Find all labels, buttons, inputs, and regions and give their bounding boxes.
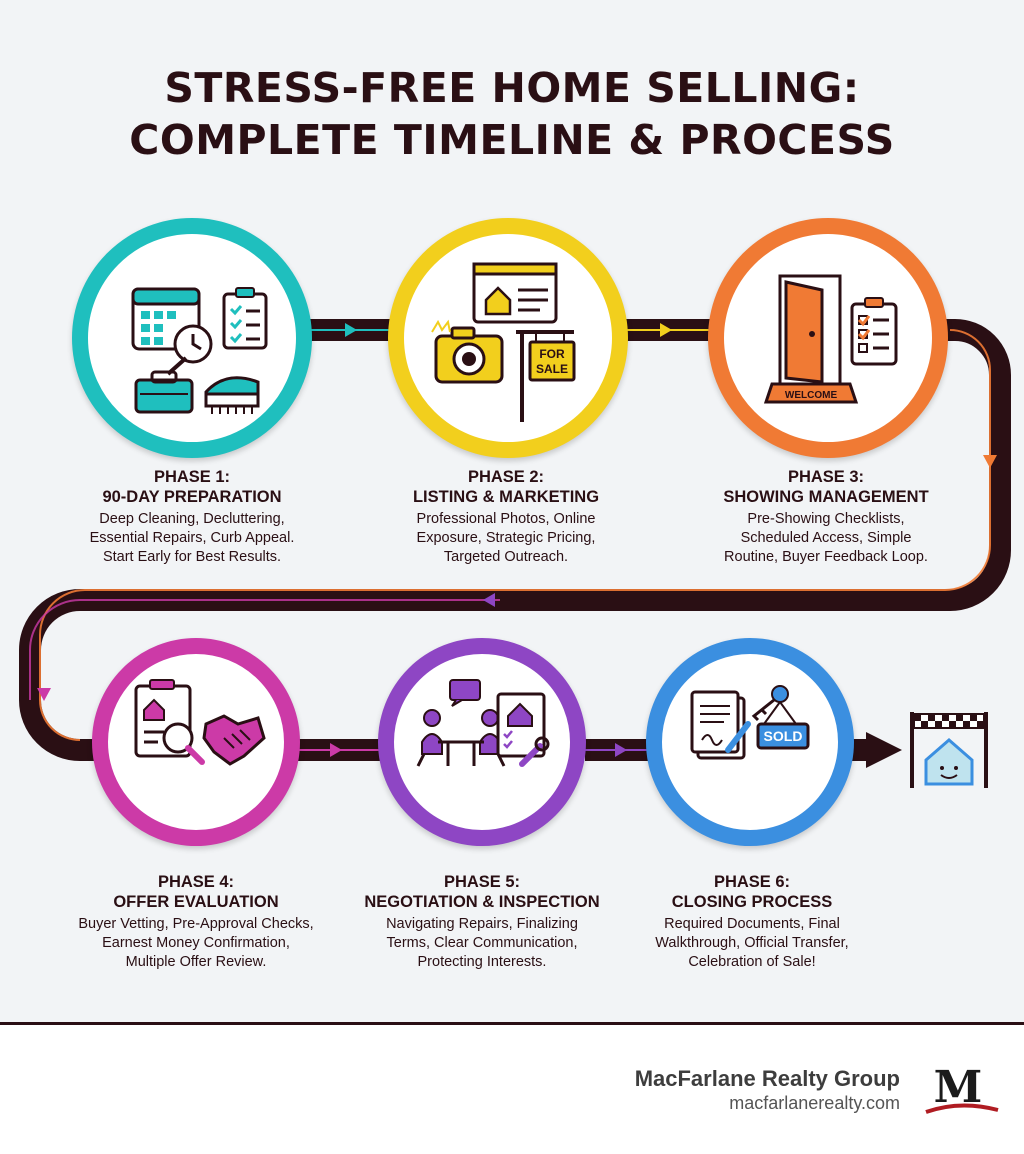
camera-icon (431, 319, 504, 384)
handshake-icon (202, 714, 266, 766)
sold-tag-icon: SOLD (756, 701, 810, 750)
phase-5-description: Navigating Repairs, Finalizing Terms, Cl… (332, 915, 632, 972)
brand-block: MacFarlane Realty Group macfarlanerealty… (635, 1066, 900, 1114)
title-line-2: COMPLETE TIMELINE & PROCESS (129, 116, 895, 164)
company-url[interactable]: macfarlanerealty.com (729, 1093, 900, 1113)
desc-line: Scheduled Access, Simple (740, 530, 912, 546)
desc-line: Celebration of Sale! (688, 954, 816, 970)
arrow-finish (866, 732, 902, 768)
sign-text-line-1: FOR (539, 347, 565, 361)
desc-line: Protecting Interests. (417, 954, 547, 970)
desc-line: Required Documents, Final (664, 916, 840, 932)
scrub-brush-icon (204, 376, 260, 414)
phase-3-description: Pre-Showing Checklists, Scheduled Access… (676, 510, 976, 567)
phase-5-number: PHASE 5: (443, 873, 521, 891)
phase-2-name: LISTING & MARKETING (412, 488, 600, 506)
document-magnifier-icon (134, 679, 205, 765)
phase-2-description: Professional Photos, Online Exposure, St… (356, 510, 656, 567)
meeting-people-icon (416, 679, 506, 767)
checklist-clipboard-icon (222, 287, 268, 350)
phase-4-text: PHASE 4: OFFER EVALUATION Buyer Vetting,… (46, 872, 346, 972)
arrow-6 (330, 743, 342, 757)
desc-line: Targeted Outreach. (443, 549, 569, 565)
desc-line: Professional Photos, Online (416, 511, 596, 527)
sold-text: SOLD (764, 728, 803, 744)
phase-5-illustration (416, 679, 550, 767)
phase-2-number: PHASE 2: (467, 468, 545, 486)
footer (0, 1025, 1024, 1154)
phase-4-illustration (134, 679, 266, 766)
phase-4-description: Buyer Vetting, Pre-Approval Checks, Earn… (46, 915, 346, 972)
mat-text: WELCOME (785, 390, 838, 401)
phase-3-illustration: WELCOME (763, 274, 898, 404)
desc-line: Pre-Showing Checklists, (747, 511, 905, 527)
arrow-5 (37, 688, 51, 701)
phase-4-circle (92, 638, 300, 846)
desc-line: Terms, Clear Communication, (386, 935, 578, 951)
phase-6-description: Required Documents, Final Walkthrough, O… (602, 915, 902, 972)
phase-6-number: PHASE 6: (713, 873, 791, 891)
desc-line: Routine, Buyer Feedback Loop. (724, 549, 928, 565)
desc-line: Deep Cleaning, Decluttering, (99, 511, 285, 527)
inspection-report-icon (496, 692, 550, 767)
arrow-2 (660, 323, 672, 337)
phase-3-number: PHASE 3: (787, 468, 865, 486)
keys-icon (751, 685, 789, 722)
phase-6-text: PHASE 6: CLOSING PROCESS Required Docume… (602, 872, 902, 972)
arrow-4 (483, 593, 495, 607)
title-line-1: STRESS-FREE HOME SELLING: (164, 64, 860, 112)
phase-1-text: PHASE 1: 90-DAY PREPARATION Deep Cleanin… (42, 467, 342, 567)
phase-6-name: CLOSING PROCESS (671, 893, 833, 911)
checkered-banner (913, 713, 985, 729)
phase-3-text: PHASE 3: SHOWING MANAGEMENT Pre-Showing … (676, 467, 976, 567)
arrow-1 (345, 323, 357, 337)
phase-5-name: NEGOTIATION & INSPECTION (364, 893, 600, 911)
phase-5-text: PHASE 5: NEGOTIATION & INSPECTION Naviga… (332, 872, 632, 972)
footer-divider (0, 1022, 1024, 1025)
finish-line-house-icon (910, 712, 988, 788)
desc-line: Exposure, Strategic Pricing, (416, 530, 596, 546)
signed-documents-icon (690, 690, 751, 760)
desc-line: Walkthrough, Official Transfer, (655, 935, 849, 951)
phase-1-circle (72, 218, 312, 458)
phase-6-illustration: SOLD (690, 685, 810, 760)
page-title: STRESS-FREE HOME SELLING: COMPLETE TIMEL… (0, 62, 1024, 166)
phase-1-name: 90-DAY PREPARATION (102, 488, 282, 506)
for-sale-sign-icon: FOR SALE (516, 330, 576, 422)
open-door-icon (778, 274, 842, 386)
sign-text-line-2: SALE (536, 362, 568, 376)
company-name: MacFarlane Realty Group (634, 1066, 900, 1091)
desc-line: Multiple Offer Review. (125, 954, 267, 970)
web-listing-icon (472, 262, 558, 324)
toolbox-icon (134, 356, 194, 414)
phase-6-circle: SOLD (646, 638, 854, 846)
phase-3-name: SHOWING MANAGEMENT (723, 488, 929, 506)
welcome-mat-icon: WELCOME (763, 382, 859, 404)
desc-line: Navigating Repairs, Finalizing (386, 916, 578, 932)
arrow-3 (983, 455, 997, 468)
phase-4-name: OFFER EVALUATION (113, 893, 279, 911)
desc-line: Essential Repairs, Curb Appeal. (89, 530, 295, 546)
company-logo: M (925, 1062, 999, 1114)
phase-1-illustration (131, 287, 268, 414)
phase-4-number: PHASE 4: (157, 873, 235, 891)
phase-2-circle: FOR SALE (388, 218, 628, 458)
phase-5-circle (378, 638, 586, 846)
desc-line: Start Early for Best Results. (102, 549, 282, 565)
desc-line: Earnest Money Confirmation, (102, 935, 290, 951)
calendar-clock-icon (131, 287, 213, 364)
checklist-clipboard-icon (850, 297, 898, 366)
phase-2-text: PHASE 2: LISTING & MARKETING Professiona… (356, 467, 656, 567)
arrow-7 (615, 743, 627, 757)
phase-1-description: Deep Cleaning, Decluttering, Essential R… (42, 510, 342, 567)
phase-2-illustration: FOR SALE (431, 262, 576, 422)
phase-1-number: PHASE 1: (153, 468, 231, 486)
phase-3-circle: WELCOME (708, 218, 948, 458)
desc-line: Buyer Vetting, Pre-Approval Checks, (78, 916, 314, 932)
